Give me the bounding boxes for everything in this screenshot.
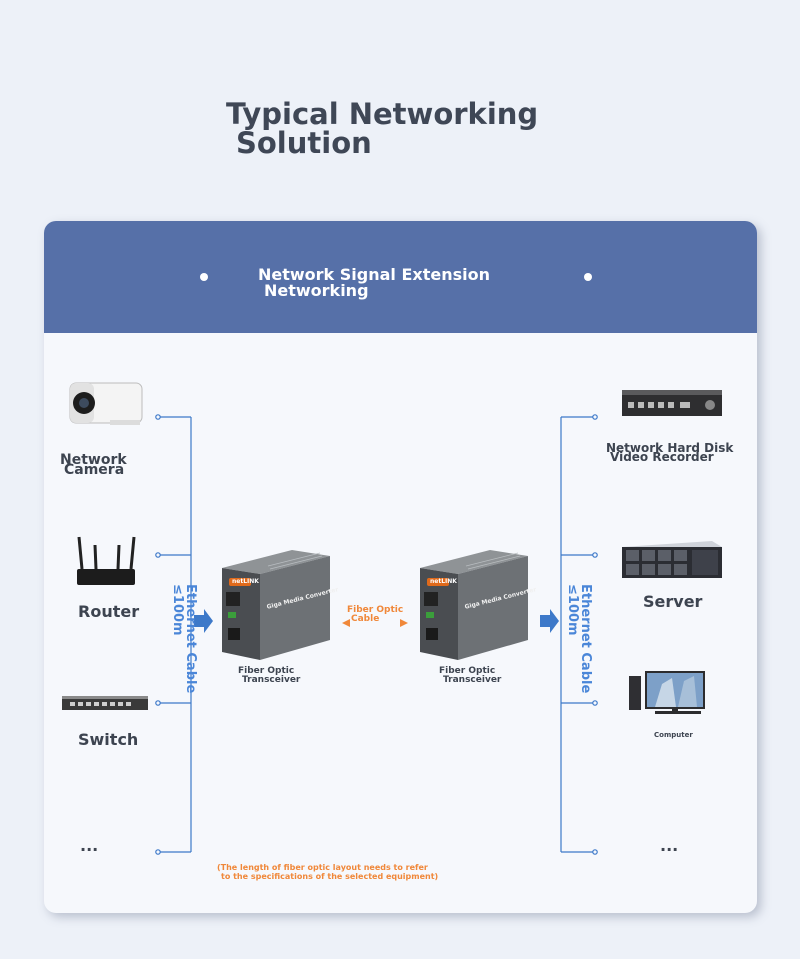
router-label: Router [78,602,140,621]
banner-bullet-left [200,273,208,281]
arrow-right-icon [540,609,559,633]
server-label: Server [643,592,703,611]
fiber-length-note: (The length of fiber optic layout needs … [217,863,438,881]
ethernet-cable-left-line2: ≤100m [170,584,185,636]
left-bus-lines [158,416,192,853]
ethernet-cable-left-line1: Ethernet Cable [183,584,198,694]
fiber-optic-cable-line1: Fiber Optic [347,605,404,615]
right-bus-nodes [592,414,598,855]
fiber-link-arrows [342,619,408,627]
network-camera-label-line1: Network [60,452,127,468]
network-camera-label: Network Camera [60,452,127,478]
fiber-optic-transceiver-left-icon [222,550,330,660]
transceiver-left-line1: Fiber Optic [238,666,295,676]
fiber-optic-transceiver-right-icon [420,550,528,660]
computer-label: Computer [654,731,693,739]
nvr-label: Network Hard Disk Video Recorder [606,441,734,464]
transceiver-right-brand: netLINK [430,578,457,585]
switch-label: Switch [78,730,139,749]
ethernet-cable-right-line1: Ethernet Cable [578,584,593,694]
server-icon [622,541,722,578]
fiber-length-note-line2: to the specifications of the selected eq… [221,872,439,881]
nvr-icon [622,390,722,416]
right-bus-lines [560,416,595,853]
network-camera-label-line2: Camera [64,462,125,478]
left-bus-nodes [155,414,161,855]
nvr-label-line1: Network Hard Disk [606,441,734,455]
page-title-line2: Solution [236,126,372,160]
transceiver-left-label: Fiber Optic Transceiver [238,667,300,685]
banner-title-line1: Network Signal Extension [258,265,490,284]
banner-title-line2: Networking [264,281,369,300]
fiber-length-note-line1: (The length of fiber optic layout needs … [217,863,428,872]
switch-icon [62,696,148,710]
nvr-label-line2: Video Recorder [610,450,714,464]
transceiver-right-line2: Transceiver [443,675,502,685]
router-icon [77,536,136,585]
ethernet-cable-right-label: Ethernet Cable ≤100m [565,584,593,694]
transceiver-left-line2: Transceiver [242,675,301,685]
right-more-ellipsis: ... [660,836,679,855]
left-more-ellipsis: ... [80,836,99,855]
page-title-line1: Typical Networking [226,97,539,131]
transceiver-left-brand: netLINK [232,578,259,585]
banner-title: Network Signal Extension Networking [258,267,490,299]
banner-bullet-right [584,273,592,281]
fiber-optic-cable-label: Fiber Optic Cable [347,606,403,624]
network-camera-icon [69,382,143,425]
ethernet-cable-left-label: Ethernet Cable ≤100m [170,584,198,694]
transceiver-right-line1: Fiber Optic [439,666,496,676]
ethernet-cable-right-line2: ≤100m [565,584,580,636]
fiber-optic-cable-line2: Cable [351,614,380,624]
banner: Network Signal Extension Networking [44,221,757,333]
page-title: Typical Networking Solution [226,100,538,158]
arrow-right-icon [194,609,213,633]
computer-icon [629,671,705,714]
transceiver-right-label: Fiber Optic Transceiver [439,667,501,685]
